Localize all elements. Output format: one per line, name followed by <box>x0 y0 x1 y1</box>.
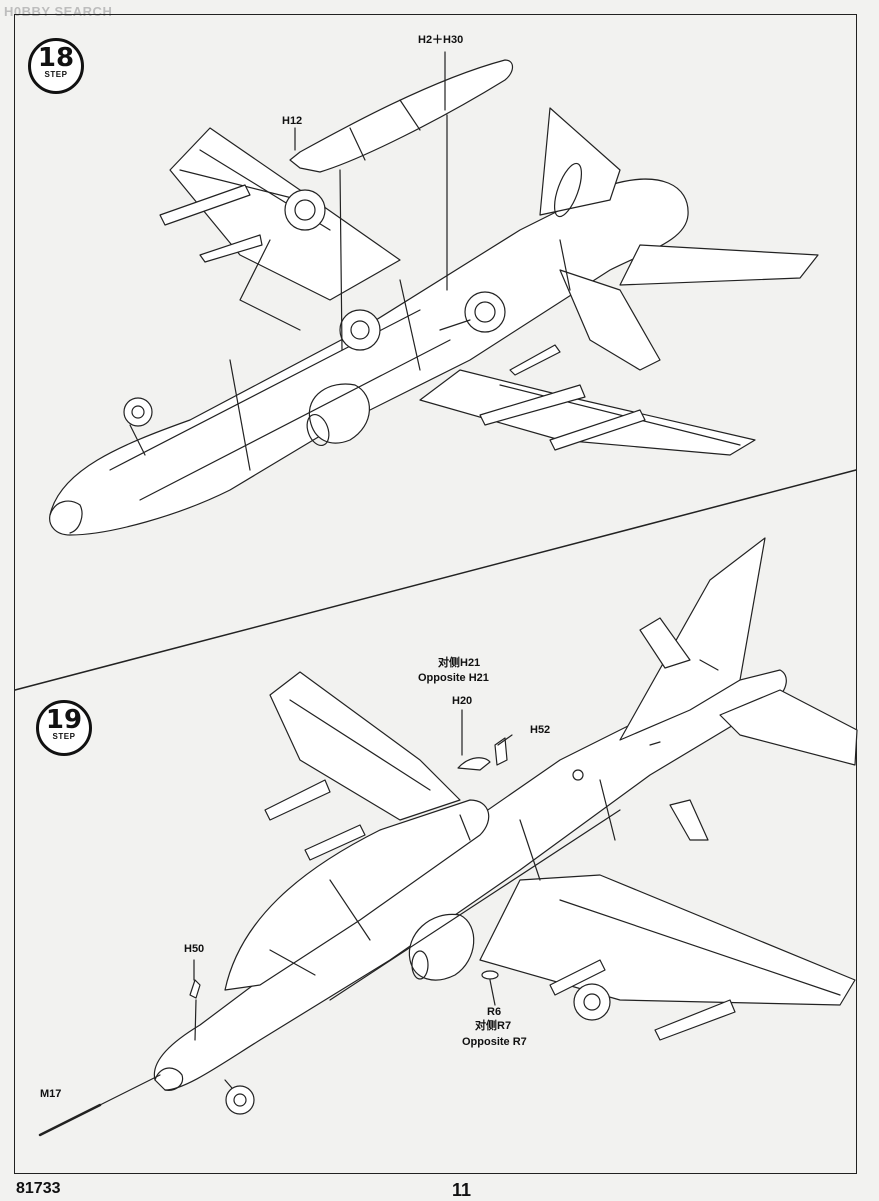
page-frame <box>14 14 857 1174</box>
part-h50 <box>189 979 201 999</box>
step-18-label: STEP <box>44 70 68 79</box>
callout-h21-en: Opposite H21 <box>418 672 489 684</box>
step-19-badge: 19 STEP <box>36 700 92 756</box>
step18-aircraft-drawing <box>49 51 819 536</box>
callout-r7-cn: 对侧R7 <box>475 1020 512 1032</box>
step-19-number: 19 <box>45 705 83 735</box>
watermark: H0BBY SEARCH <box>4 4 113 19</box>
callout-h21-cn: 对侧H21 <box>438 657 481 669</box>
step-18-badge: 18 STEP <box>28 38 84 94</box>
callout-h12: H12 <box>282 115 303 127</box>
part-h52 <box>494 737 508 766</box>
callout-h20: H20 <box>452 695 473 707</box>
callout-h52: H52 <box>530 724 551 736</box>
product-code: 81733 <box>16 1180 61 1197</box>
part-r6 <box>481 970 499 980</box>
part-h20 <box>457 757 491 771</box>
callout-h50: H50 <box>184 943 205 955</box>
step19-aircraft-drawing <box>38 537 858 1137</box>
callout-r6: R6 <box>487 1006 502 1018</box>
step-18-number: 18 <box>37 43 75 73</box>
step-divider <box>14 469 857 691</box>
part-m17 <box>38 1103 102 1137</box>
step-19-label: STEP <box>52 732 76 741</box>
callout-h2-h30: H2＋H30 <box>418 34 464 46</box>
page-number: 11 <box>452 1180 472 1200</box>
callout-r7-en: Opposite R7 <box>462 1036 527 1048</box>
pod-h2-h30 <box>289 59 514 173</box>
callout-m17: M17 <box>40 1088 62 1100</box>
